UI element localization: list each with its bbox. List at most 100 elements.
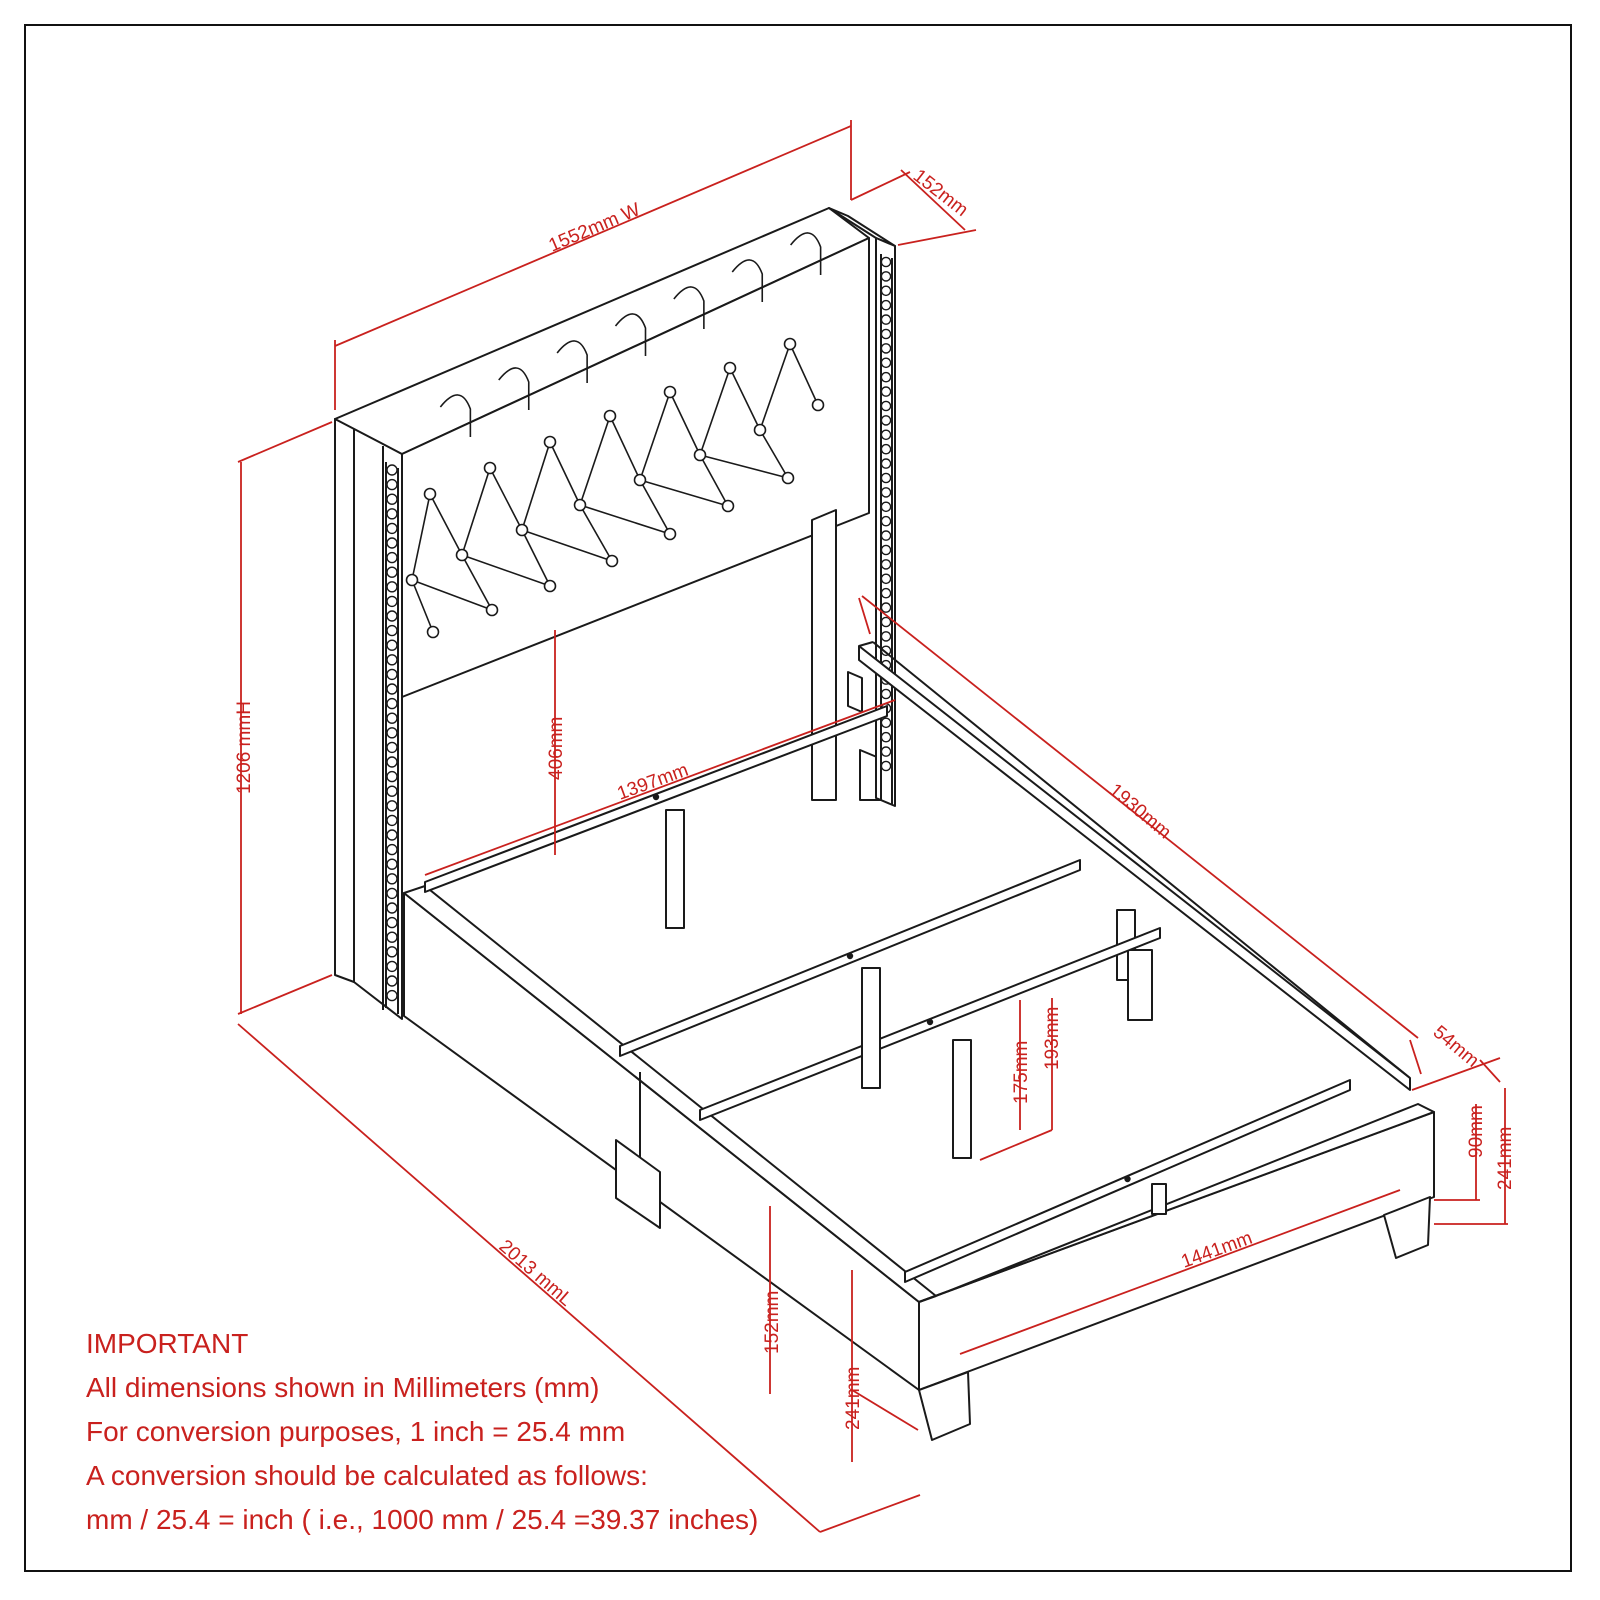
rail-height-dimension-label: 54mm — [1429, 1022, 1483, 1072]
channel-line — [790, 232, 822, 275]
tuft-line — [521, 529, 551, 587]
slat-screw — [846, 952, 854, 960]
support-slats — [424, 705, 1351, 1283]
nailhead — [880, 458, 892, 469]
nailhead — [386, 858, 398, 870]
nailhead — [386, 697, 398, 710]
nailhead — [386, 624, 398, 637]
tuft-line — [411, 579, 434, 633]
nailhead — [880, 559, 892, 570]
tuft-line — [521, 441, 551, 531]
side-rail-height-dimension-label: 152mm — [762, 1291, 783, 1354]
tuft-line — [699, 454, 729, 507]
nailhead — [386, 464, 398, 476]
nailhead — [880, 343, 892, 354]
nailhead — [880, 616, 892, 628]
nailhead — [880, 731, 892, 743]
tuft-line — [699, 367, 731, 456]
nailhead — [386, 551, 398, 564]
nailhead — [386, 946, 398, 958]
nailhead — [880, 544, 892, 556]
nailhead — [880, 285, 892, 297]
tuft-button — [633, 473, 647, 487]
nailhead — [880, 587, 892, 599]
near-side-rail — [403, 885, 937, 1391]
nailhead — [386, 902, 398, 914]
nailhead — [880, 746, 892, 757]
nailhead — [386, 508, 398, 520]
note-line-3: A conversion should be calculated as fol… — [86, 1460, 648, 1491]
nailhead — [880, 717, 892, 729]
nailhead — [880, 472, 892, 484]
nailhead — [386, 712, 398, 724]
slat-screw — [1124, 1175, 1131, 1183]
nailhead — [386, 770, 398, 783]
channel-line — [614, 313, 647, 356]
floor-to-top-dimension-label: 241mm — [843, 1367, 864, 1430]
leg-gap-inner-dimension-label: 175mm — [1011, 1041, 1032, 1104]
nailhead — [880, 256, 892, 268]
nailhead — [880, 602, 892, 613]
nailhead — [386, 741, 398, 754]
nailhead — [386, 756, 398, 768]
tuft-line — [759, 343, 791, 431]
tuft-line — [411, 493, 431, 581]
tuft-line — [729, 367, 761, 431]
tuft-button — [543, 435, 557, 449]
tuft-button — [426, 625, 440, 639]
nailhead — [880, 443, 892, 455]
tuft-line — [549, 441, 581, 506]
note-line-2: For conversion purposes, 1 inch = 25.4 m… — [86, 1416, 626, 1447]
tuft-line — [789, 343, 819, 406]
drawing-frame — [24, 24, 1572, 1572]
nailhead — [386, 829, 398, 841]
wing-depth-dimension-label: 152mm — [909, 165, 972, 221]
nailhead — [880, 299, 892, 311]
nailhead — [880, 501, 892, 513]
nailhead — [880, 400, 892, 412]
nailhead — [386, 668, 398, 681]
nailhead — [880, 645, 892, 657]
nailhead — [386, 975, 398, 987]
slat-screw — [652, 793, 660, 801]
nailhead — [880, 314, 892, 325]
tuft-button — [485, 603, 499, 617]
width-dimension-label: 1552mm W — [546, 199, 644, 256]
tuft-line — [699, 454, 789, 479]
nailhead — [880, 415, 892, 426]
tuft-button — [723, 361, 737, 375]
slat-screw — [926, 1018, 934, 1026]
nailhead — [386, 566, 398, 578]
nailhead — [880, 530, 892, 541]
headboard-channels — [439, 232, 822, 437]
note-line-4: mm / 25.4 = inch ( i.e., 1000 mm / 25.4 … — [86, 1504, 759, 1535]
channel-line — [673, 286, 705, 329]
headboard-tufting — [405, 337, 825, 639]
nailhead — [880, 631, 892, 642]
tuft-button — [783, 337, 797, 351]
channel-line — [731, 259, 764, 302]
tuft-button — [573, 498, 587, 512]
dimension-lines — [237, 120, 1508, 1533]
nailhead — [386, 522, 398, 535]
nailhead — [880, 573, 892, 585]
nailhead-trim-right — [880, 256, 892, 772]
footboard-height-dimension-label: 90mm — [1466, 1105, 1487, 1158]
tuft-line — [489, 467, 523, 531]
nailhead — [880, 688, 892, 700]
tuft-button — [455, 548, 469, 562]
nailhead — [386, 654, 398, 666]
nailhead — [386, 814, 398, 827]
leg-gap-outer-dimension-label: 193mm — [1042, 1007, 1063, 1070]
tuft-button — [423, 487, 437, 501]
tuft-button — [405, 573, 419, 587]
tuft-line — [521, 529, 613, 562]
tuft-line — [639, 391, 671, 481]
tuft-button — [663, 527, 677, 541]
nailhead — [386, 843, 398, 856]
nailhead — [880, 357, 892, 369]
nailhead — [880, 429, 892, 441]
note-line-1: All dimensions shown in Millimeters (mm) — [86, 1372, 600, 1403]
tuft-button — [603, 409, 617, 423]
tuft-button — [663, 385, 677, 399]
